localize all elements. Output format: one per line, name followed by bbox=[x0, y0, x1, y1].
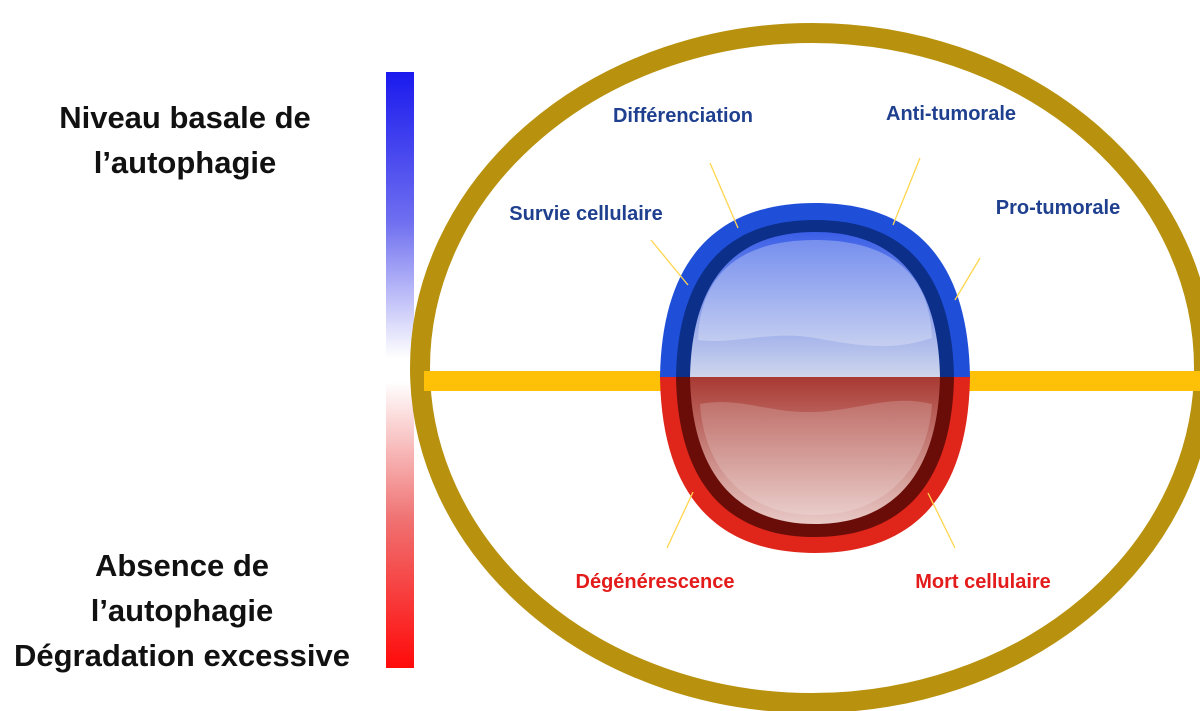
basal-autophagy-label-line-1: Niveau basale de bbox=[59, 100, 311, 135]
outcome-label-mort-cellulaire: Mort cellulaire bbox=[915, 571, 1051, 593]
outcome-label-pro-tumorale: Pro-tumorale bbox=[996, 197, 1120, 219]
connector-degenerescence bbox=[666, 491, 694, 549]
autophagy-level-gradient-bar bbox=[386, 72, 414, 668]
outcome-label-survie-cellulaire: Survie cellulaire bbox=[509, 203, 662, 225]
upper-blue-dome bbox=[660, 203, 970, 377]
excessive-degradation-label-line: Dégradation excessive bbox=[13, 637, 350, 673]
outcome-label-anti-tumorale: Anti-tumorale bbox=[886, 103, 1016, 125]
connector-survie-cellulaire bbox=[650, 239, 689, 286]
connector-differenciation bbox=[709, 162, 739, 229]
basal-autophagy-label: Niveau basale de l’autophagie bbox=[40, 96, 330, 186]
outcome-label-degenerescence: Dégénérescence bbox=[576, 571, 735, 593]
absence-excessive-label: Absence de l’autophagie Dégradation exce… bbox=[2, 544, 362, 679]
absence-autophagy-label-line: Absence de l’autophagie bbox=[90, 548, 274, 628]
connector-lines bbox=[650, 157, 981, 549]
outcome-label-differenciation: Différenciation bbox=[613, 105, 753, 127]
connector-anti-tumorale bbox=[892, 157, 921, 226]
outer-ring bbox=[410, 23, 1200, 711]
connector-pro-tumorale bbox=[954, 257, 981, 301]
connector-mort-cellulaire bbox=[927, 492, 956, 549]
lower-red-dome bbox=[660, 377, 970, 553]
basal-autophagy-label-line-2: l’autophagie bbox=[93, 144, 277, 180]
